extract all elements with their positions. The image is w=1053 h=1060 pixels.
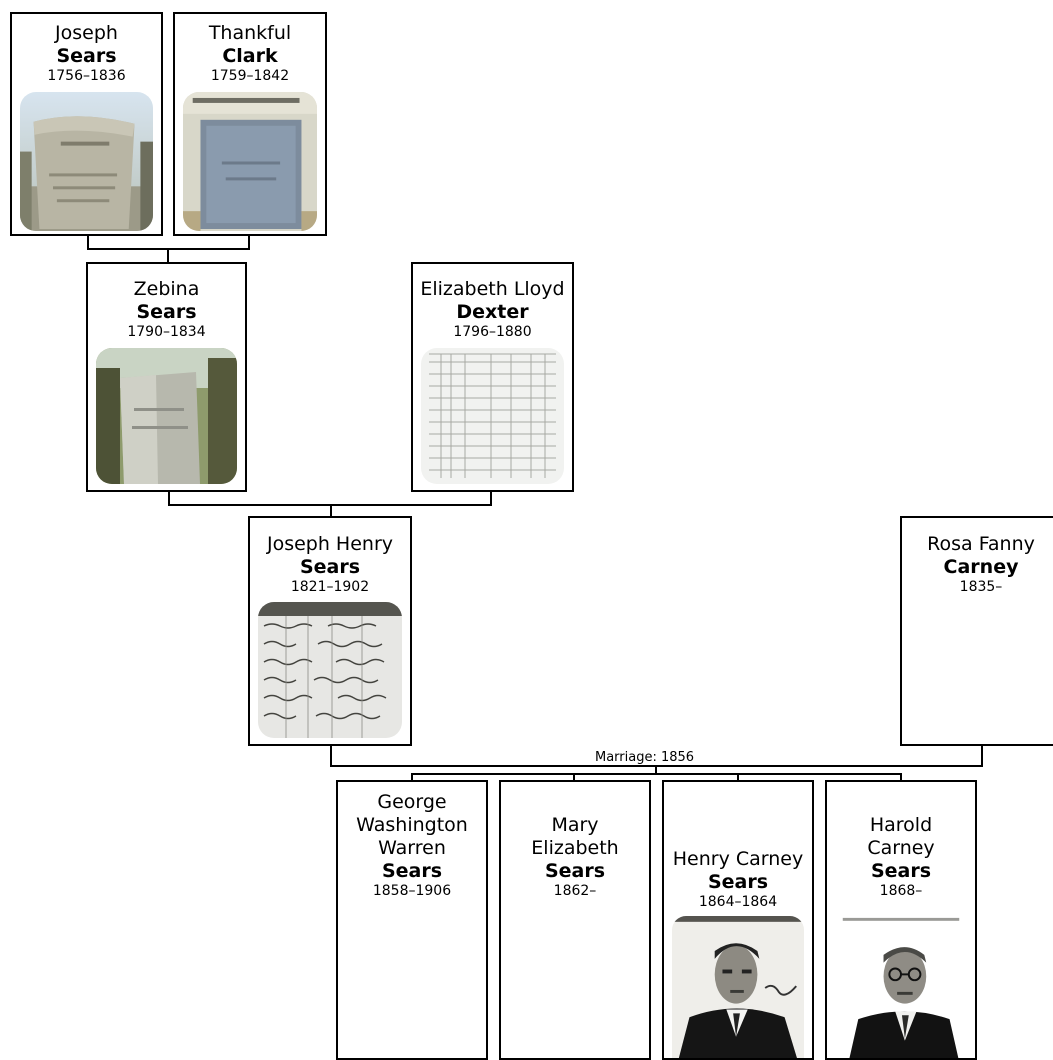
given-name: George Washington Warren (356, 791, 468, 859)
person-card-george-sears[interactable]: George Washington Warren Sears 1858–1906 (336, 780, 488, 1060)
life-dates: 1868– (879, 883, 923, 899)
given-name: Joseph Henry (266, 533, 394, 555)
connector-line (573, 773, 575, 781)
surname: Clark (222, 45, 278, 67)
given-name: Mary Elizabeth (531, 814, 619, 859)
surname: Dexter (456, 301, 529, 323)
connector-line (411, 773, 902, 775)
given-name: Harold Carney (867, 814, 935, 859)
person-card-henry-carney-sears[interactable]: Henry Carney Sears 1864–1864 (662, 780, 814, 1060)
gravestone-photo (96, 348, 237, 484)
given-name: Rosa Fanny (927, 533, 1035, 555)
connector-line (248, 235, 250, 249)
surname: Sears (381, 860, 443, 882)
connector-line (655, 765, 657, 775)
connector-line (490, 491, 492, 505)
connector-line (981, 745, 983, 767)
life-dates: 1759–1842 (210, 68, 290, 84)
surname: Sears (136, 301, 197, 323)
portrait-photo (835, 914, 967, 1058)
connector-line (87, 235, 89, 249)
life-dates: 1864–1864 (698, 894, 778, 910)
marriage-label: Marriage: 1856 (595, 750, 695, 765)
person-card-thankful-clark[interactable]: Thankful Clark 1759–1842 (173, 12, 327, 236)
census-record-image (421, 348, 564, 484)
gravestone-photo (20, 92, 153, 231)
connector-line (168, 491, 170, 505)
portrait-photo (672, 916, 804, 1058)
connector-line (330, 504, 332, 517)
person-card-harold-sears[interactable]: Harold Carney Sears 1868– (825, 780, 977, 1060)
life-dates: 1862– (553, 883, 597, 899)
surname: Sears (544, 860, 606, 882)
given-name: Elizabeth Lloyd (420, 278, 565, 300)
surname: Sears (299, 556, 361, 578)
person-card-rosa-carney[interactable]: Rosa Fanny Carney 1835– (900, 516, 1053, 746)
surname: Carney (943, 556, 1019, 578)
gravestone-photo (183, 92, 317, 231)
surname: Sears (56, 45, 117, 67)
person-card-joseph-sears[interactable]: Joseph Sears 1756–1836 (10, 12, 163, 236)
connector-line (330, 745, 332, 767)
connector-line (411, 773, 413, 781)
life-dates: 1821–1902 (290, 579, 370, 595)
person-card-mary-sears[interactable]: Mary Elizabeth Sears 1862– (499, 780, 651, 1060)
connector-line (737, 773, 739, 781)
given-name: Joseph (55, 22, 118, 44)
surname: Sears (707, 871, 769, 893)
life-dates: 1756–1836 (47, 68, 126, 84)
surname: Sears (870, 860, 932, 882)
given-name: Thankful (208, 22, 292, 44)
life-dates: 1835– (959, 579, 1003, 595)
life-dates: 1790–1834 (127, 324, 206, 340)
life-dates: 1858–1906 (372, 883, 452, 899)
given-name: Zebina (133, 278, 200, 300)
person-card-joseph-henry-sears[interactable]: Joseph Henry Sears 1821–1902 (248, 516, 412, 746)
handwritten-record-image (258, 602, 402, 738)
life-dates: 1796–1880 (453, 324, 532, 340)
person-card-elizabeth-dexter[interactable]: Elizabeth Lloyd Dexter 1796–1880 (411, 262, 574, 492)
connector-line (900, 773, 902, 781)
connector-line (167, 248, 169, 263)
person-card-zebina-sears[interactable]: Zebina Sears 1790–1834 (86, 262, 247, 492)
given-name: Henry Carney (672, 848, 804, 870)
